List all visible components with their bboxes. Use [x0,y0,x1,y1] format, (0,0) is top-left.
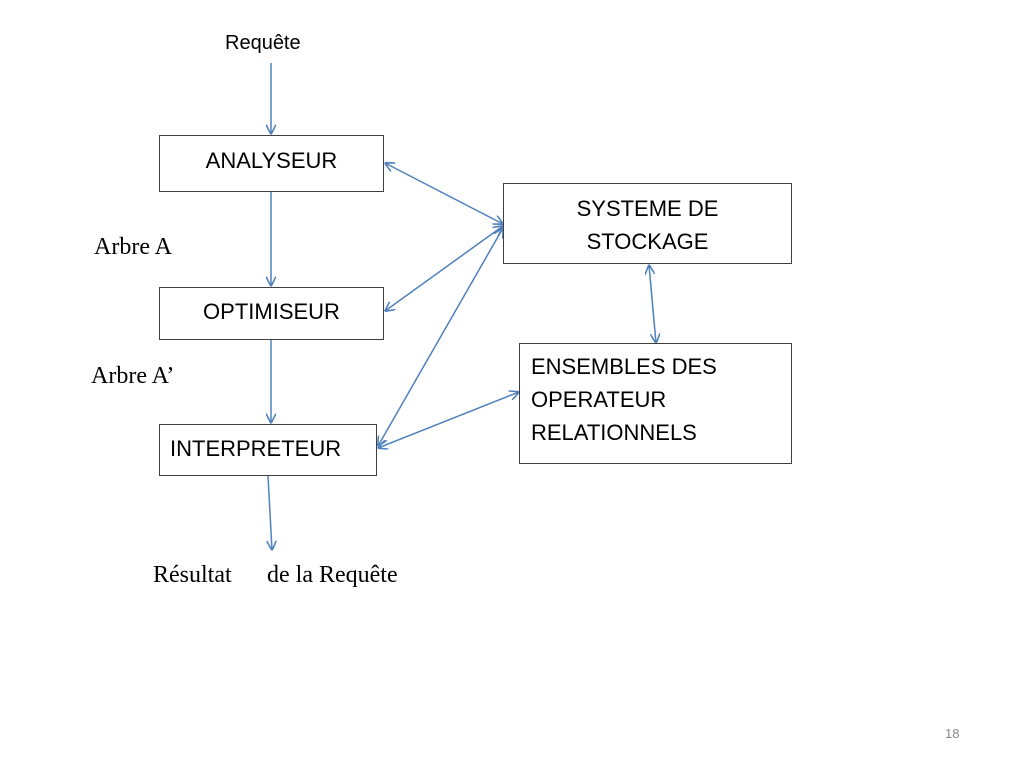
operateurs-label-line1: ENSEMBLES DES [531,354,717,379]
arrow-stockage-operateurs [649,265,656,343]
page-number: 18 [945,726,960,741]
optimiseur-label: OPTIMISEUR [203,299,340,324]
optimiseur-box: OPTIMISEUR [159,287,384,340]
operateurs-box: ENSEMBLES DES OPERATEUR RELATIONNELS [519,343,792,464]
arrow-interpreteur-to-resultat [268,475,272,550]
arrow-analyseur-stockage [385,163,503,224]
operateurs-label-line3: RELATIONNELS [531,420,697,445]
stockage-label-line2: STOCKAGE [586,229,709,254]
stockage-box: SYSTEME DE STOCKAGE [503,183,792,264]
de-la-requete-label: de la Requête [267,562,398,588]
interpreteur-label: INTERPRETEUR [170,436,342,461]
analyseur-label: ANALYSEUR [205,148,338,173]
interpreteur-box: INTERPRETEUR [159,424,377,476]
arbre-a-prime-label: Arbre A’ [91,363,175,389]
analyseur-box: ANALYSEUR [159,135,384,192]
requete-label: Requête [225,32,301,54]
stockage-label-line1: SYSTEME DE [576,196,719,221]
resultat-label: Résultat [153,562,232,588]
arrow-optimiseur-stockage [385,226,503,311]
operateurs-label-line2: OPERATEUR [531,387,667,412]
arrow-interpreteur-operateurs [378,392,519,448]
arrow-interpreteur-stockage [378,228,503,446]
arbre-a-label: Arbre A [94,234,172,260]
